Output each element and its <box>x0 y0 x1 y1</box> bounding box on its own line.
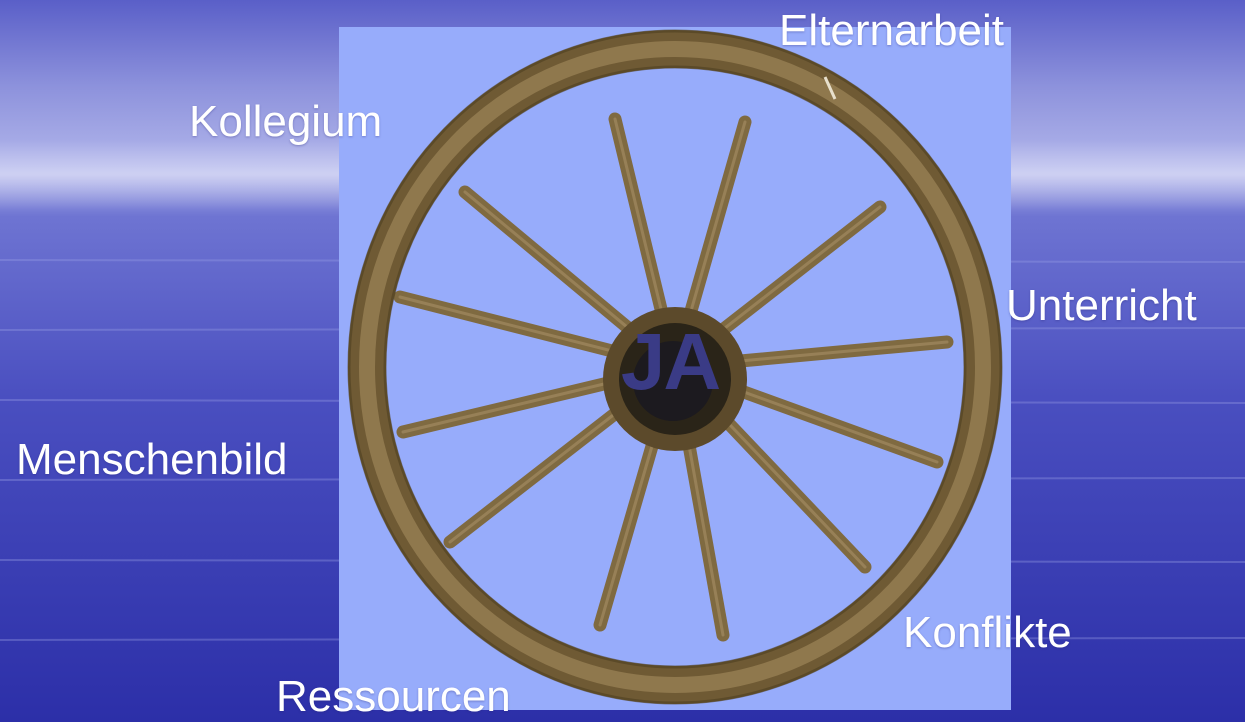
hub-label: JA <box>600 322 740 402</box>
label-menschenbild: Menschenbild <box>16 438 288 482</box>
label-elternarbeit: Elternarbeit <box>779 9 1004 53</box>
label-konflikte: Konflikte <box>903 611 1072 655</box>
label-kollegium: Kollegium <box>189 100 382 144</box>
label-ressourcen: Ressourcen <box>276 675 511 719</box>
label-unterricht: Unterricht <box>1006 284 1197 328</box>
